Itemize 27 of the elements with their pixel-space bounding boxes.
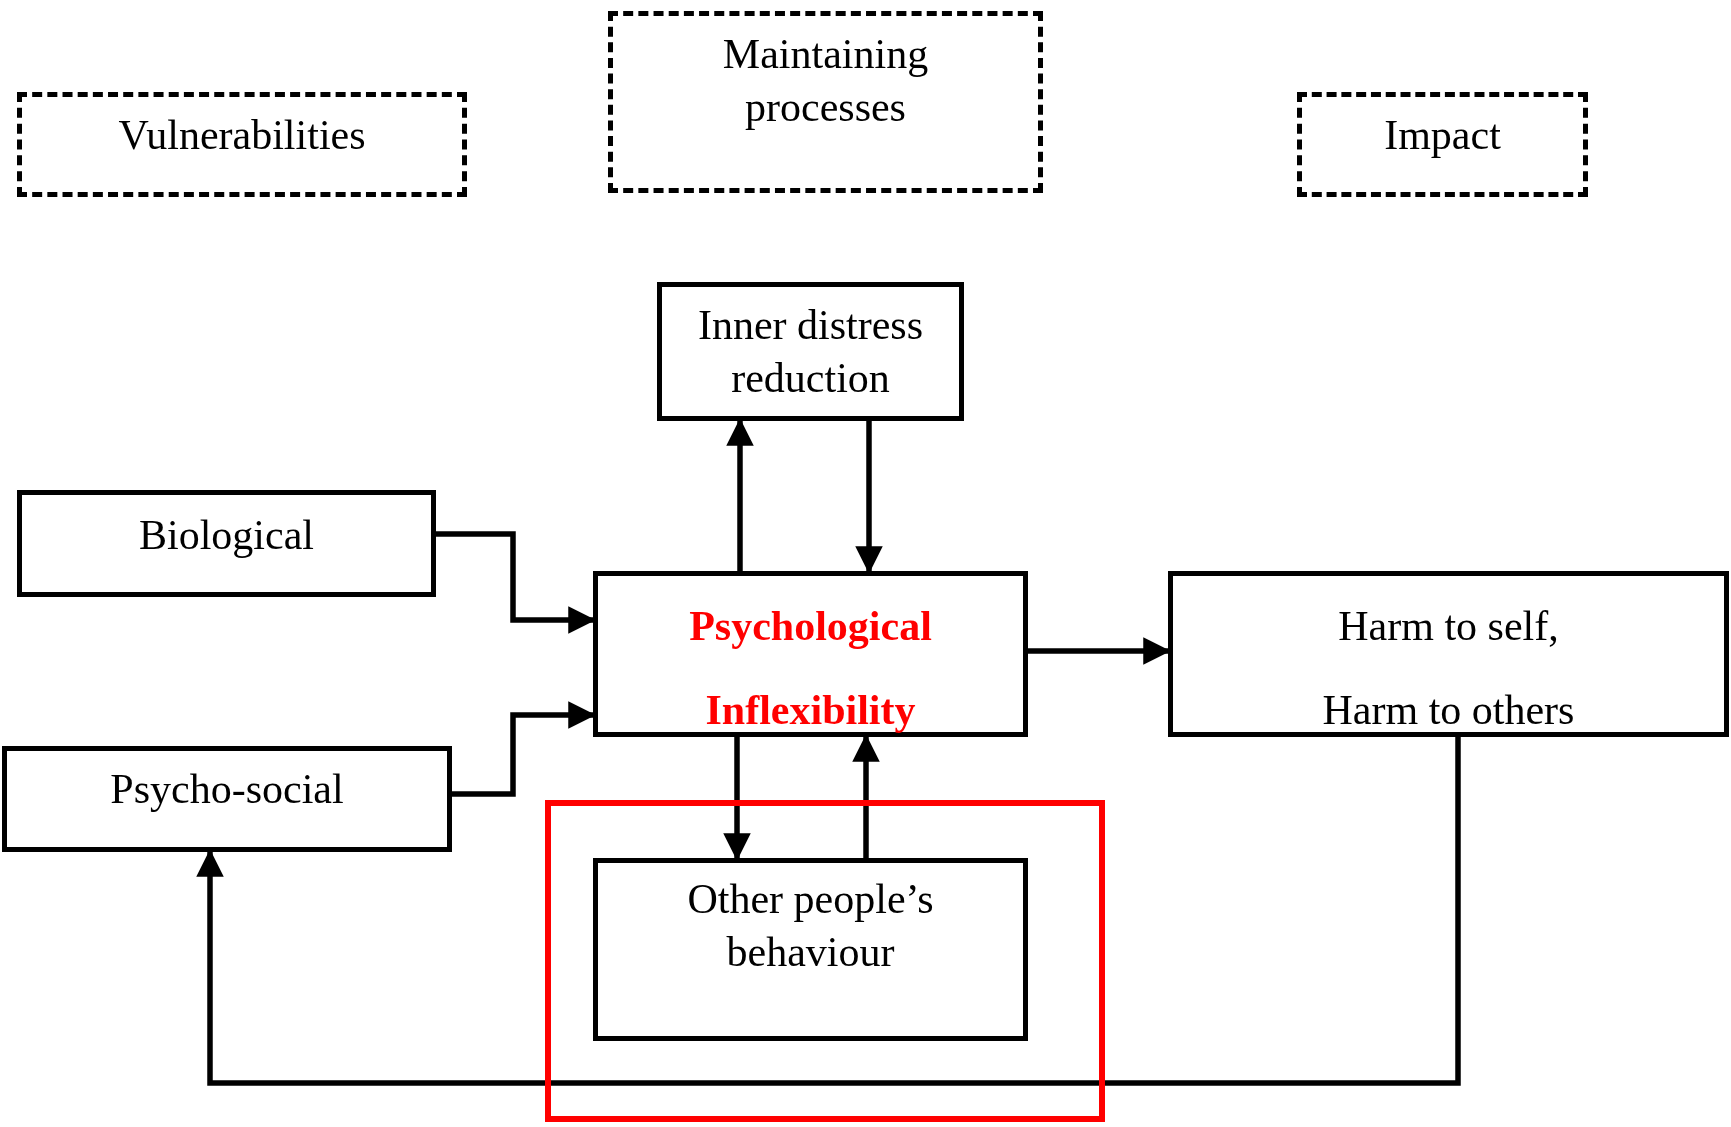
process-box [657, 282, 964, 421]
section-heading-box [1297, 92, 1588, 197]
section-heading-box [608, 11, 1043, 193]
arrow [1028, 637, 1171, 665]
node-label: Harm to self, Harm to others [1321, 602, 1576, 735]
section-heading: Vulnerabilities [118, 111, 366, 160]
process-box [17, 490, 436, 597]
arrow [855, 421, 883, 574]
section-heading-box [17, 92, 467, 197]
node-label: Psychological Inflexibility [688, 602, 933, 735]
section-heading: Maintaining processes [721, 30, 930, 132]
arrow [852, 734, 880, 858]
arrow [452, 701, 596, 797]
node-label: Other people’s behaviour [686, 875, 935, 977]
arrow [436, 531, 596, 634]
process-box [2, 746, 452, 852]
arrow [196, 737, 1461, 1086]
arrow [723, 737, 751, 861]
process-box [593, 858, 1028, 1041]
highlight-frame [545, 800, 1105, 1122]
central-process-box [593, 571, 1028, 737]
node-label: Biological [139, 511, 314, 560]
section-heading: Impact [1384, 111, 1501, 160]
node-label: Psycho-social [110, 765, 344, 814]
process-box [1168, 571, 1729, 737]
arrow [726, 418, 754, 571]
node-label: Inner distress reduction [696, 301, 925, 403]
